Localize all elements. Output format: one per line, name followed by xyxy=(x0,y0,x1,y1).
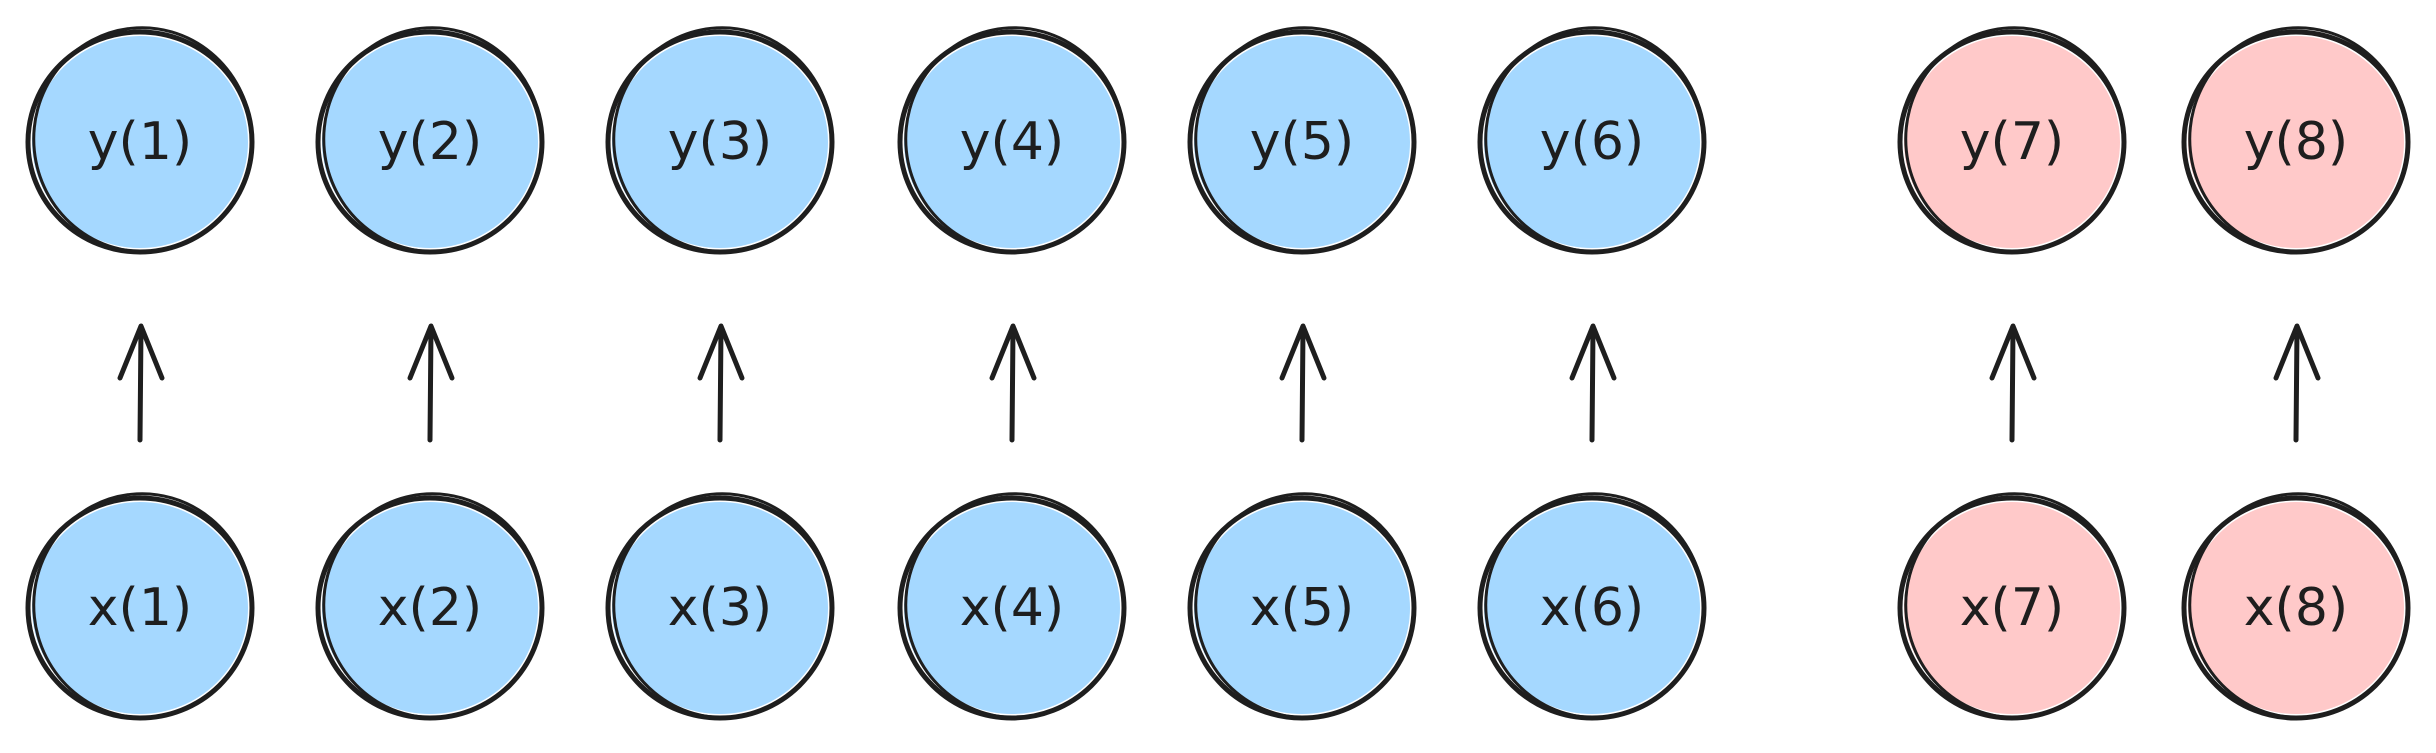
time-step-3: y(3) x(3) xyxy=(605,26,835,721)
output-label-y6: y(6) xyxy=(1540,112,1644,172)
input-node-x5 xyxy=(1187,492,1417,721)
time-step-7: y(7) x(7) xyxy=(1897,26,2127,721)
output-node-y1 xyxy=(25,26,255,255)
input-label-x1: x(1) xyxy=(88,578,192,638)
input-node-x2 xyxy=(315,492,545,721)
output-label-y7: y(7) xyxy=(1960,112,2064,172)
input-node-x8 xyxy=(2181,492,2411,721)
time-step-2: y(2) x(2) xyxy=(315,26,545,721)
output-label-y1: y(1) xyxy=(88,112,192,172)
time-step-8: y(8) x(8) xyxy=(2181,26,2411,721)
input-node-x4 xyxy=(897,492,1127,721)
output-node-y4 xyxy=(897,26,1127,255)
time-step-1: y(1) x(1) xyxy=(25,26,255,721)
arrow-x8-to-y8 xyxy=(2273,323,2321,443)
input-label-x7: x(7) xyxy=(1960,578,2064,638)
time-step-4: y(4) x(4) xyxy=(897,26,1127,721)
arrow-x5-to-y5 xyxy=(1279,323,1327,443)
output-label-y3: y(3) xyxy=(668,112,772,172)
input-node-x7 xyxy=(1897,492,2127,721)
output-node-y3 xyxy=(605,26,835,255)
input-label-x6: x(6) xyxy=(1540,578,1644,638)
input-node-x6 xyxy=(1477,492,1707,721)
input-node-x3 xyxy=(605,492,835,721)
output-label-y8: y(8) xyxy=(2244,112,2348,172)
output-node-y7 xyxy=(1897,26,2127,255)
arrow-x1-to-y1 xyxy=(117,323,165,443)
input-label-x2: x(2) xyxy=(378,578,482,638)
input-label-x3: x(3) xyxy=(668,578,772,638)
time-step-6: y(6) x(6) xyxy=(1477,26,1707,721)
output-label-y2: y(2) xyxy=(378,112,482,172)
time-step-5: y(5) x(5) xyxy=(1187,26,1417,721)
input-node-x1 xyxy=(25,492,255,721)
arrow-x7-to-y7 xyxy=(1989,323,2037,443)
arrow-x3-to-y3 xyxy=(697,323,745,443)
input-label-x8: x(8) xyxy=(2244,578,2348,638)
output-node-y6 xyxy=(1477,26,1707,255)
output-label-y5: y(5) xyxy=(1250,112,1354,172)
input-label-x4: x(4) xyxy=(960,578,1064,638)
output-label-y4: y(4) xyxy=(960,112,1064,172)
output-node-y2 xyxy=(315,26,545,255)
arrow-x6-to-y6 xyxy=(1569,323,1617,443)
output-node-y5 xyxy=(1187,26,1417,255)
arrow-x2-to-y2 xyxy=(407,323,455,443)
arrow-x4-to-y4 xyxy=(989,323,1037,443)
output-node-y8 xyxy=(2181,26,2411,255)
input-label-x5: x(5) xyxy=(1250,578,1354,638)
